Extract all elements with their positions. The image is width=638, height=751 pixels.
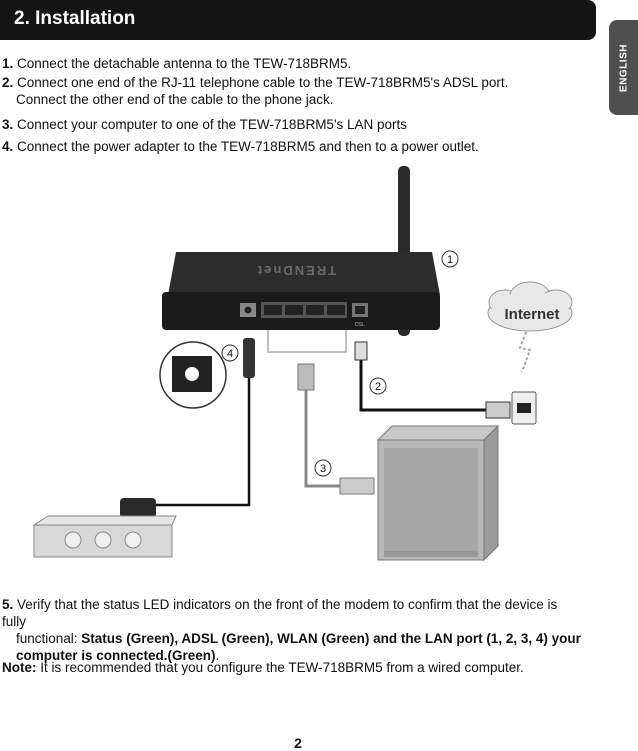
ethernet-cable bbox=[304, 390, 340, 488]
computer-tower bbox=[376, 424, 500, 562]
language-tab-label: ENGLISH bbox=[618, 43, 629, 92]
dsl-port-label: DSL bbox=[355, 322, 365, 328]
internet-cloud: Internet bbox=[487, 281, 573, 332]
lan-ports bbox=[261, 302, 347, 318]
step-2: 2. Connect one end of the RJ-11 telephon… bbox=[2, 75, 509, 107]
language-tab: ENGLISH bbox=[609, 20, 638, 115]
callout-1 bbox=[441, 250, 459, 268]
step-3: 3. Connect your computer to one of the T… bbox=[2, 117, 408, 132]
step-5: 5. Verify that the status LED indicators… bbox=[2, 597, 581, 663]
power-plug bbox=[243, 338, 255, 378]
power-adapter bbox=[120, 498, 156, 518]
callout-3 bbox=[314, 459, 332, 477]
power-cable bbox=[140, 378, 251, 507]
step-4: 4. Connect the power adapter to the TEW-… bbox=[2, 139, 479, 154]
note: Note: It is recommended that you configu… bbox=[2, 660, 524, 675]
svg-text:3: 3 bbox=[320, 463, 326, 475]
callout-2 bbox=[369, 377, 387, 395]
router-logo: TRENDnet bbox=[256, 263, 336, 278]
internet-label: Internet bbox=[504, 306, 559, 323]
note-text: It is recommended that you configure the… bbox=[36, 660, 524, 675]
page-number: 2 bbox=[294, 735, 302, 751]
installation-diagram: TRENDnet DSL 1 Internet 2 3 bbox=[32, 166, 573, 562]
dsl-cable bbox=[359, 360, 488, 412]
svg-text:2: 2 bbox=[375, 381, 381, 393]
router-body bbox=[168, 252, 440, 295]
note-label: Note: bbox=[2, 660, 37, 675]
callout-4 bbox=[221, 344, 239, 362]
step-1: 1. Connect the detachable antenna to the… bbox=[2, 56, 352, 71]
svg-text:1: 1 bbox=[447, 254, 453, 266]
svg-text:4: 4 bbox=[227, 348, 233, 360]
section-header: 2. Installation bbox=[0, 0, 596, 40]
section-title: 2. Installation bbox=[14, 8, 136, 29]
